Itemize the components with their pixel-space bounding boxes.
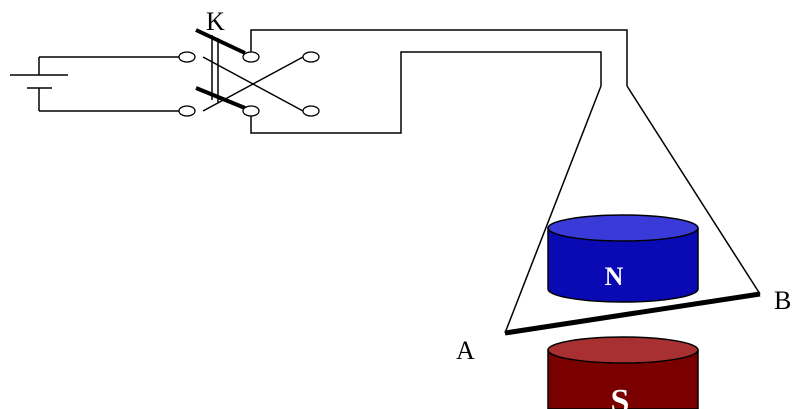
- end-a-label: A: [456, 336, 475, 365]
- upper-lead-wire: [250, 29, 628, 86]
- terminal-mid-top: [242, 51, 260, 63]
- north-magnet: N: [547, 214, 699, 303]
- conductor-rod-ab: [504, 291, 761, 336]
- suspension-wire-a: [504, 85, 602, 334]
- battery: [10, 57, 68, 111]
- lower-lead-wire: [250, 51, 602, 134]
- switch-blade-bottom: [195, 86, 246, 110]
- terminal-left-bottom: [178, 105, 196, 117]
- switch-blade-top: [195, 28, 246, 55]
- switch-k: K: [178, 7, 320, 117]
- cross-wire-2: [202, 56, 304, 112]
- terminal-left-top: [178, 51, 196, 63]
- north-label: N: [605, 262, 624, 291]
- switch-label: K: [206, 7, 225, 36]
- terminal-mid-bottom: [242, 105, 260, 117]
- terminal-right-top: [302, 51, 320, 63]
- terminal-right-bottom: [302, 105, 320, 117]
- south-label: S: [611, 383, 630, 409]
- end-b-label: B: [774, 286, 791, 315]
- south-magnet: S: [547, 336, 699, 409]
- suspension-wire-b: [626, 85, 761, 295]
